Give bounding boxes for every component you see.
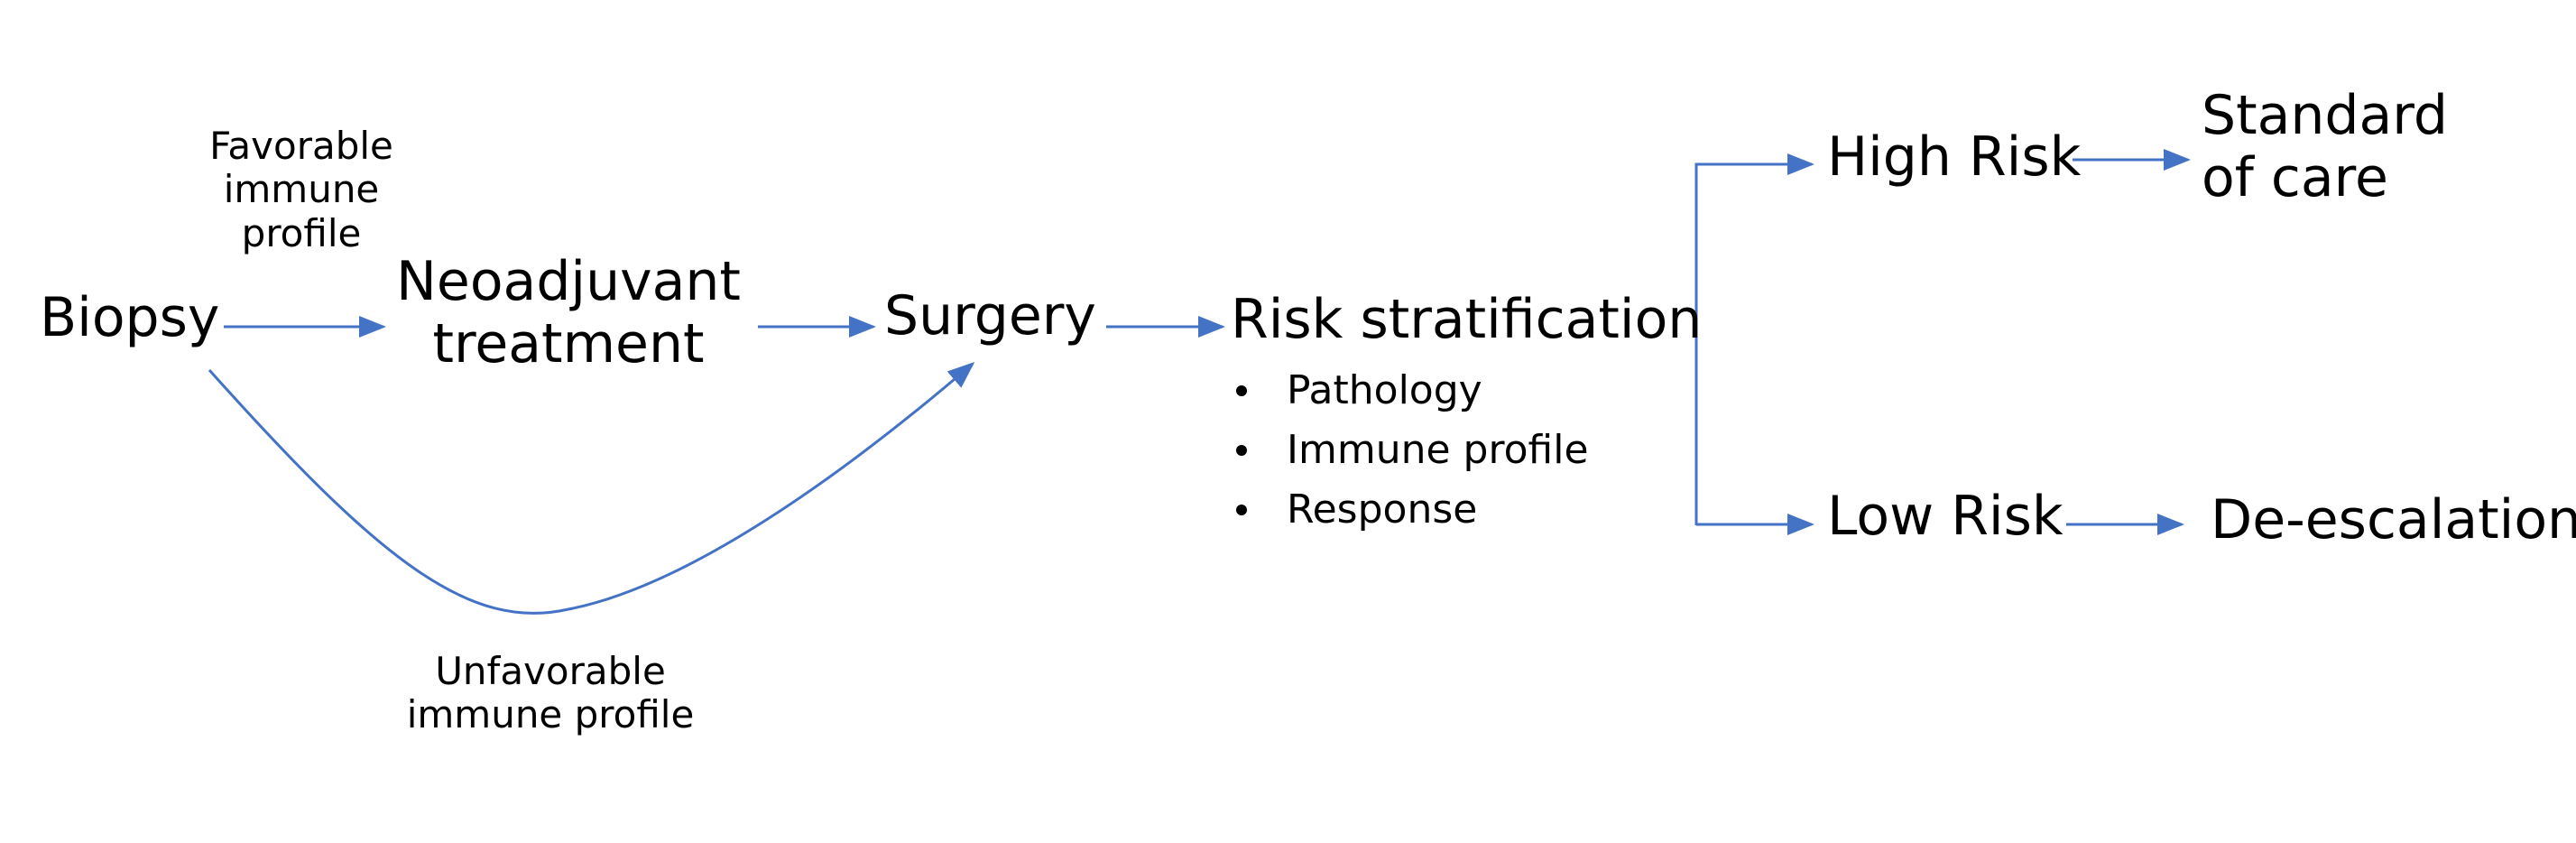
unfavorable-label-line-1: Unfavorable xyxy=(435,649,666,693)
risk-factor-item: Immune profile xyxy=(1227,421,1589,480)
favorable-immune-profile-label: Favorable immune profile xyxy=(199,124,404,255)
unfavorable-immune-profile-label: Unfavorable immune profile xyxy=(379,649,722,737)
curve-biopsy-to-surgery xyxy=(208,362,975,615)
de-escalation-node: De-escalation xyxy=(2211,488,2576,551)
favorable-label-line-1: Favorable xyxy=(209,124,393,168)
neoadjuvant-treatment-node: Neoadjuvant treatment xyxy=(388,251,749,375)
favorable-label-line-2: immune xyxy=(223,167,380,212)
high-risk-node: High Risk xyxy=(1827,125,2082,189)
low-risk-node: Low Risk xyxy=(1827,485,2064,548)
bracket-to-high-risk xyxy=(1694,153,1814,525)
bullet-dot xyxy=(1236,505,1247,515)
bullet-dot xyxy=(1236,385,1247,396)
risk-factor-item: Response xyxy=(1227,480,1589,540)
risk-stratification-node: Risk stratification xyxy=(1231,288,1703,351)
surgery-node: Surgery xyxy=(884,284,1096,347)
neoadjuvant-line-2: treatment xyxy=(432,312,705,375)
neoadjuvant-line-1: Neoadjuvant xyxy=(396,250,741,313)
risk-factor-item: Pathology xyxy=(1227,361,1589,421)
risk-factor-label: Response xyxy=(1287,486,1478,533)
risk-factor-list: Pathology Immune profile Response xyxy=(1227,361,1589,540)
biopsy-node: Biopsy xyxy=(40,286,220,349)
risk-factor-label: Pathology xyxy=(1287,367,1482,413)
standard-of-care-node: Standard of care xyxy=(2202,85,2448,209)
standard-of-care-line-1: Standard xyxy=(2202,84,2448,147)
unfavorable-label-line-2: immune profile xyxy=(406,692,695,737)
bullet-dot xyxy=(1236,445,1247,456)
risk-factor-label: Immune profile xyxy=(1287,427,1589,473)
standard-of-care-line-2: of care xyxy=(2202,146,2388,209)
favorable-label-line-3: profile xyxy=(241,210,362,255)
